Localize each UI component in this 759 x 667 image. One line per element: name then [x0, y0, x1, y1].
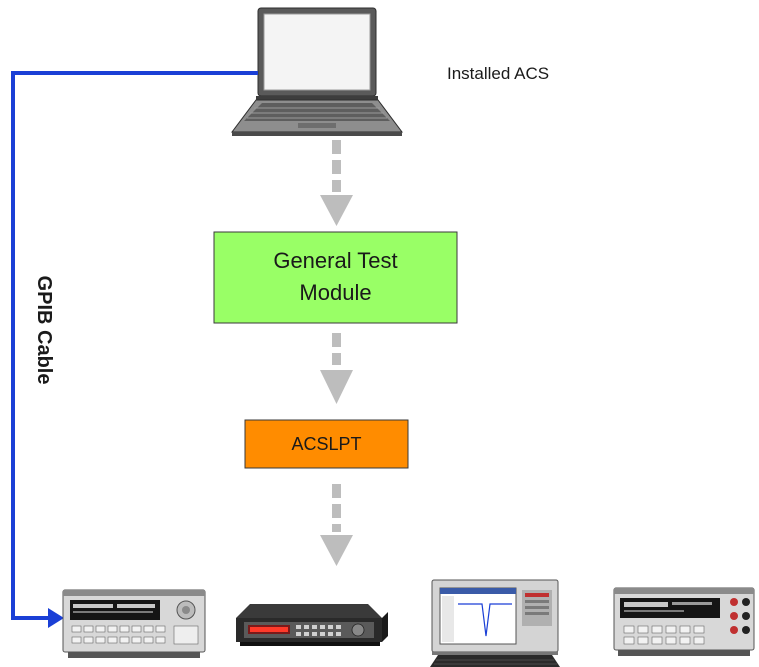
multimeter-instrument	[613, 587, 755, 656]
acslpt-label: ACSLPT	[291, 434, 361, 454]
laptop-icon	[231, 7, 403, 136]
gpib-cable-label: GPIB Cable	[33, 276, 55, 385]
module-label-line1: General Test	[273, 248, 397, 273]
gpib-cable	[11, 71, 258, 628]
flow-arrow-down-icon	[320, 140, 353, 226]
installed-acs-label: Installed ACS	[447, 64, 549, 83]
flow-arrow-down-icon	[320, 333, 353, 404]
source-meter-instrument	[62, 589, 206, 658]
general-test-module-box: General Test Module	[213, 231, 458, 324]
module-label-line2: Module	[299, 280, 371, 305]
parameter-analyzer-instrument	[430, 579, 560, 667]
flow-arrow-down-icon	[320, 484, 353, 566]
gpib-arrowhead-icon	[48, 608, 64, 628]
acslpt-box: ACSLPT	[244, 419, 409, 469]
pulse-generator-instrument	[236, 604, 388, 646]
